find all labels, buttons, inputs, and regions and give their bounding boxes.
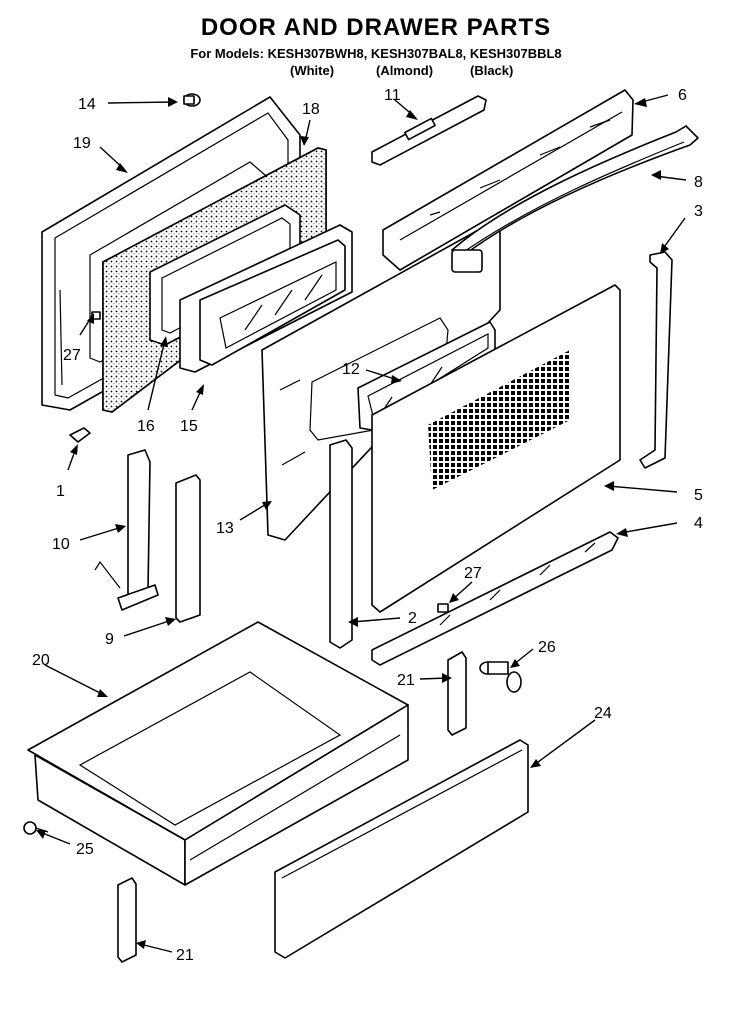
part-5-outer-panel <box>371 284 621 613</box>
part-11-vent-trim <box>371 95 487 166</box>
callout-1: 1 <box>56 483 65 500</box>
callout-21-upper: 21 <box>397 672 415 689</box>
callout-6: 6 <box>678 87 687 104</box>
part-24-drawer-front <box>274 739 529 959</box>
callout-10: 10 <box>52 536 70 553</box>
callout-27-door: 27 <box>63 347 81 364</box>
callout-8: 8 <box>694 174 703 191</box>
part-1-hinge-receiver <box>69 427 91 443</box>
part-15-glass-pack <box>179 224 353 373</box>
part-6-top-trim <box>382 89 634 271</box>
part-10-door-hinge <box>94 449 159 611</box>
variant-black: (Black) <box>470 63 514 78</box>
callout-5: 5 <box>694 487 703 504</box>
callout-15: 15 <box>180 418 198 435</box>
callout-26: 26 <box>538 639 556 656</box>
callout-13: 13 <box>216 520 234 537</box>
callout-24: 24 <box>594 705 612 722</box>
part-14-bumper <box>183 93 201 107</box>
part-26-drawer-roller <box>479 661 522 693</box>
part-4-bottom-trim <box>371 531 619 666</box>
part-20-drawer-body <box>27 621 409 886</box>
callout-18: 18 <box>302 101 320 118</box>
callout-4: 4 <box>694 515 703 532</box>
variant-almond: (Almond) <box>376 63 434 78</box>
callout-16: 16 <box>137 418 155 435</box>
callout-3: 3 <box>694 203 703 220</box>
callout-27-bottom: 27 <box>464 565 482 582</box>
callout-20: 20 <box>32 652 50 669</box>
diagram-title: DOOR AND DRAWER PARTS <box>200 14 552 41</box>
models-line: For Models: KESH307BWH8, KESH307BAL8, KE… <box>190 46 562 61</box>
part-8-door-handle <box>451 125 699 273</box>
callout-25: 25 <box>76 841 94 858</box>
part-3-end-cap <box>639 251 673 469</box>
part-21-drawer-slide <box>117 651 467 963</box>
callout-11: 11 <box>384 87 401 104</box>
variant-white: (White) <box>290 63 335 78</box>
callout-21-lower: 21 <box>176 947 194 964</box>
part-9-hinge-cover <box>175 474 201 623</box>
callout-12: 12 <box>342 361 360 378</box>
callout-14: 14 <box>78 96 96 113</box>
callout-2: 2 <box>408 610 417 627</box>
callout-19: 19 <box>73 135 91 152</box>
part-2-end-cap <box>329 439 353 649</box>
leader-lines <box>36 94 687 953</box>
callout-9: 9 <box>105 631 114 648</box>
